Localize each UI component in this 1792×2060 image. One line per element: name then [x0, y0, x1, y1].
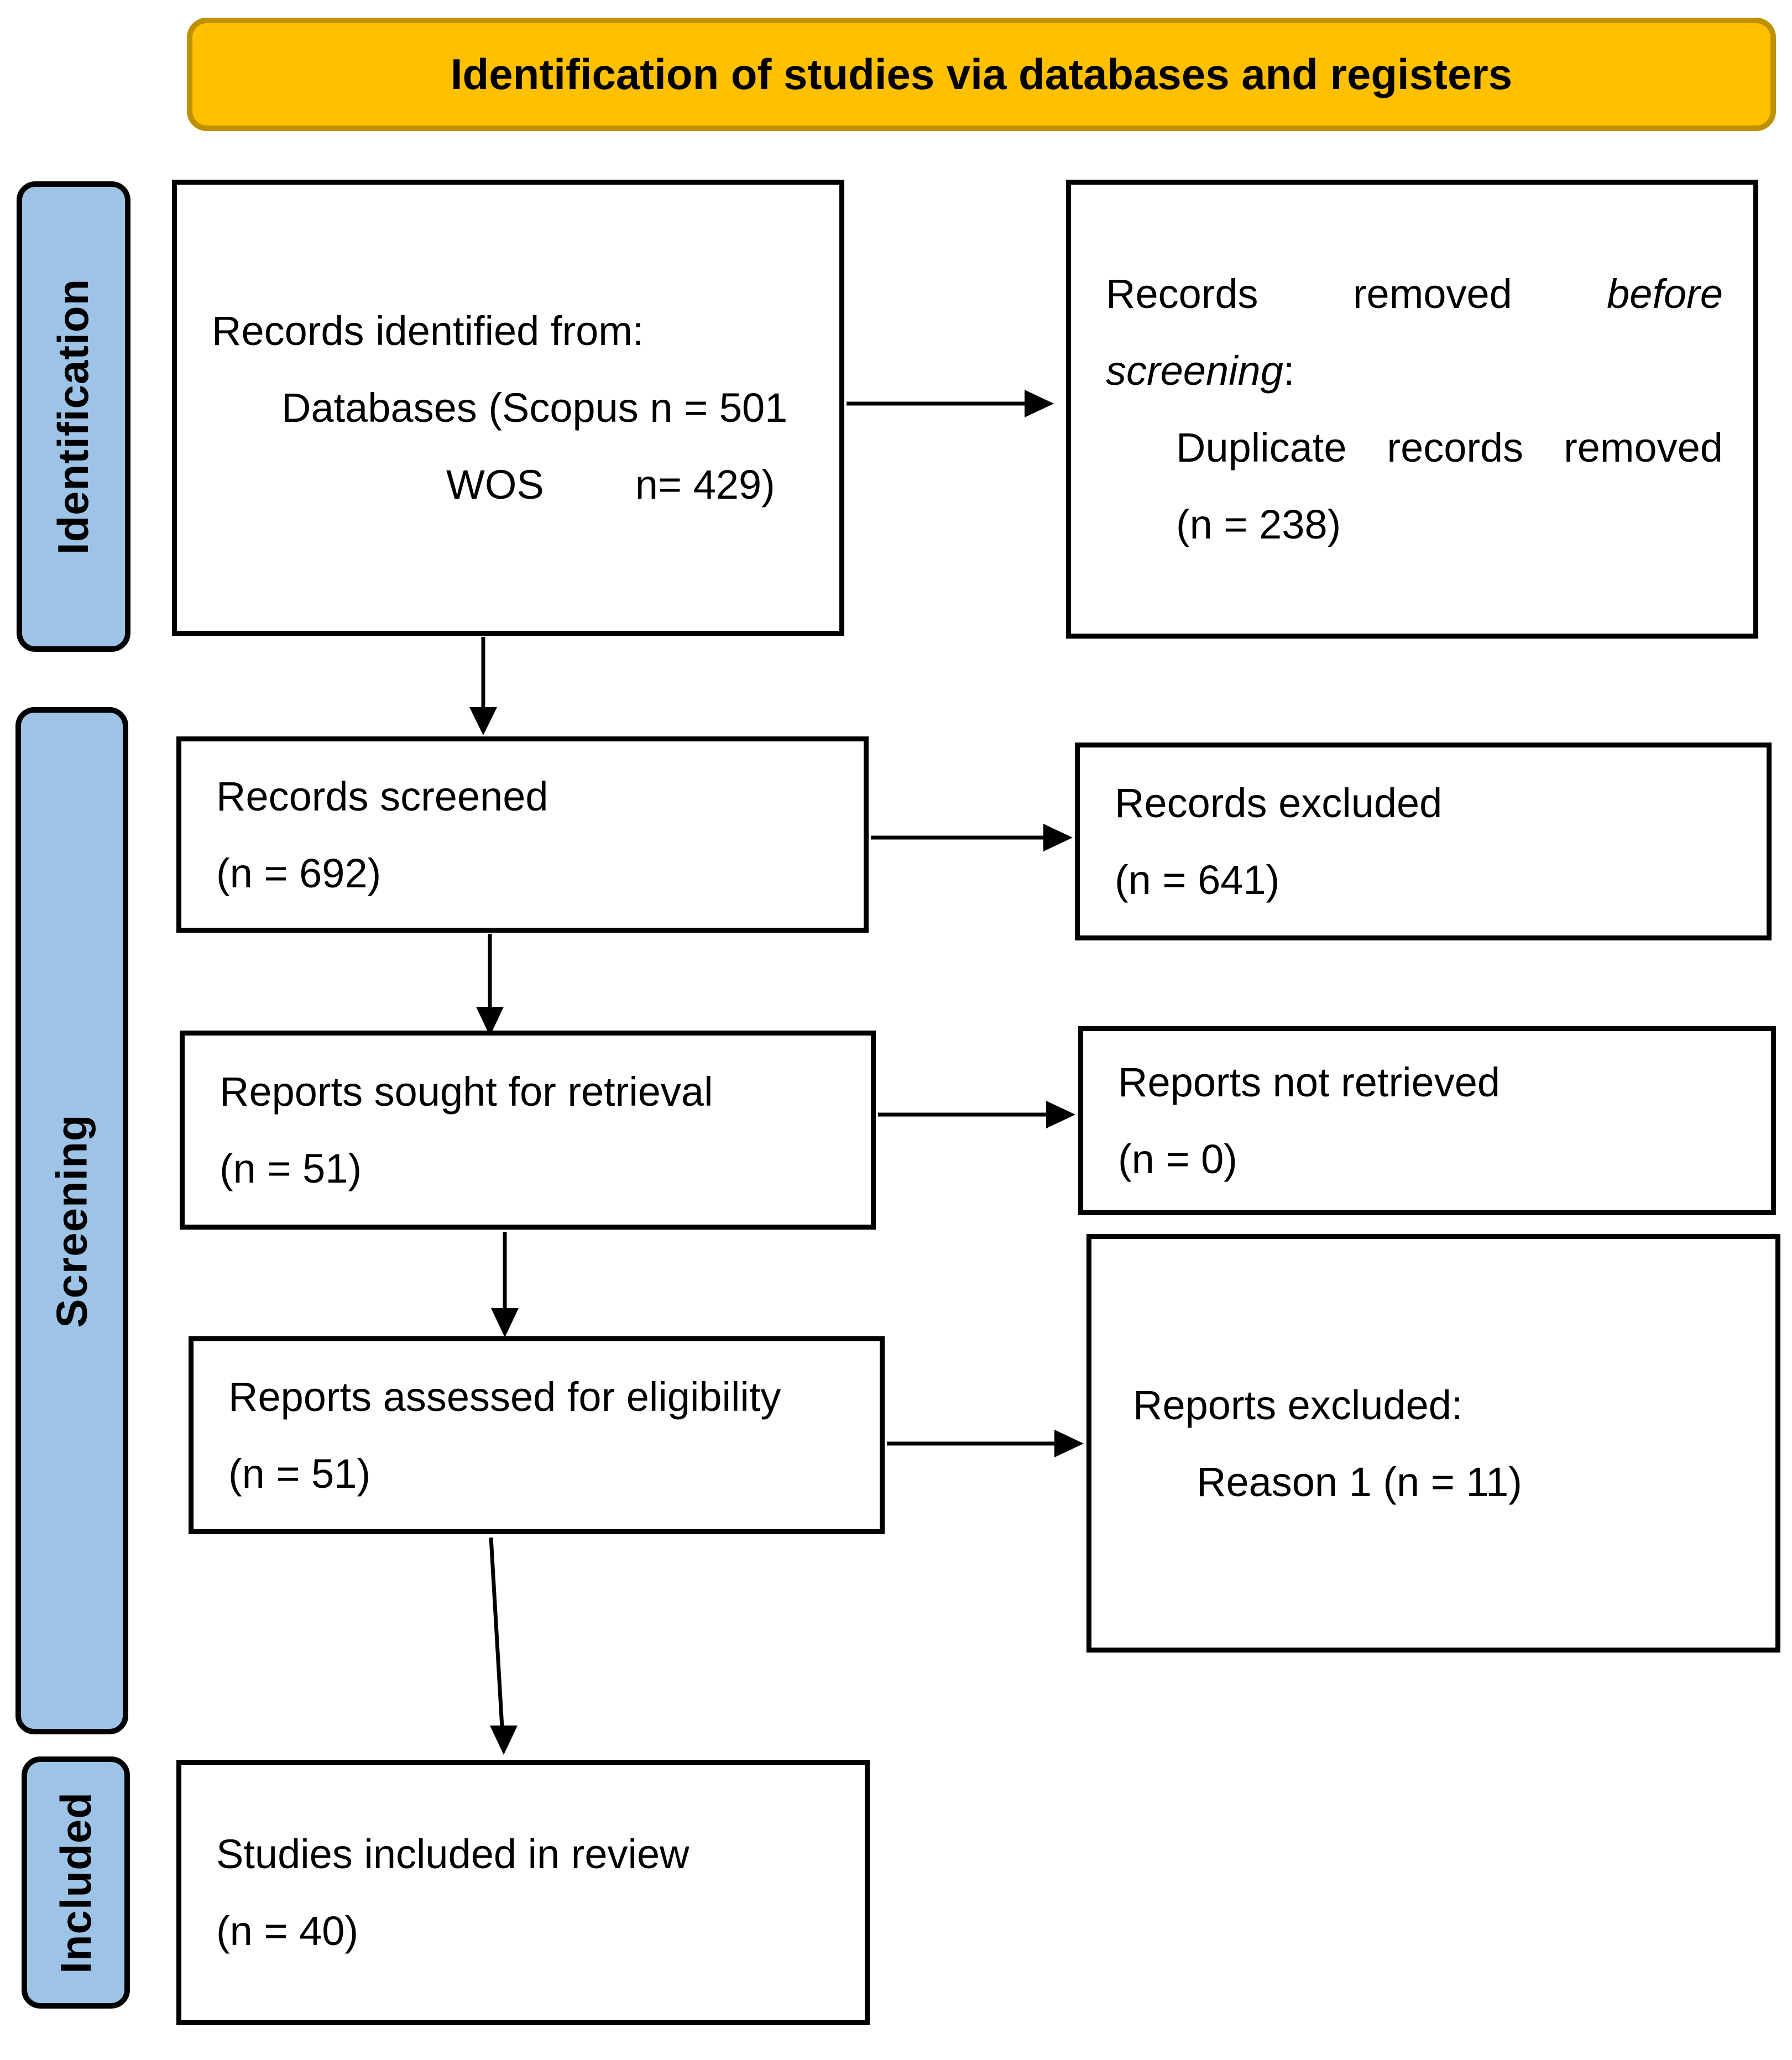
stage-label-identification-text: Identification	[49, 278, 98, 555]
box-line: Records removed before	[1071, 255, 1753, 332]
box-count: (n = 51)	[220, 1146, 362, 1191]
arrow-assessed-to-reports-excluded	[887, 1430, 1084, 1457]
box-line: Reports sought for retrieval	[220, 1069, 713, 1115]
arrow-assessed-to-included	[489, 1537, 518, 1755]
box-line: WOS n= 429)	[177, 446, 839, 523]
arrow-identified-to-screened	[469, 637, 497, 735]
arrow-screened-to-sought	[476, 934, 504, 1036]
arrow-sought-to-not-retrieved	[878, 1101, 1075, 1128]
title-banner: Identification of studies via databases …	[187, 18, 1776, 131]
box-line: Reports excluded:	[1133, 1382, 1463, 1428]
box-reports-sought-for-retrieval: Reports sought for retrieval (n = 51)	[180, 1031, 876, 1230]
box-line: Studies included in review	[216, 1831, 689, 1877]
page-title: Identification of studies via databases …	[450, 50, 1513, 98]
database-count: n= 429)	[635, 462, 775, 508]
box-count: (n = 238)	[1176, 501, 1341, 547]
box-studies-included-in-review: Studies included in review (n = 40)	[176, 1760, 870, 2025]
word: removed	[1564, 425, 1723, 470]
box-count: (n = 40)	[216, 1908, 359, 1954]
stage-label-included: Included	[22, 1756, 130, 2009]
word: records	[1387, 425, 1524, 470]
word-italic: before	[1607, 271, 1723, 317]
word: removed	[1352, 271, 1512, 317]
box-records-screened: Records screened (n = 692)	[176, 736, 869, 933]
box-reason: Reason 1 (n = 11)	[1197, 1458, 1522, 1505]
word: Records	[1106, 271, 1258, 317]
box-line: Duplicate records removed	[1071, 409, 1753, 486]
database-name: WOS	[446, 462, 544, 508]
stage-label-screening: Screening	[15, 707, 128, 1734]
box-count: (n = 51)	[228, 1451, 371, 1497]
box-line: screening:	[1071, 332, 1753, 409]
box-records-excluded: Records excluded (n = 641)	[1075, 743, 1772, 940]
stage-label-included-text: Included	[51, 1791, 100, 1974]
box-records-identified: Records identified from: Databases (Scop…	[172, 180, 844, 636]
box-line: Databases (Scopus n = 501	[281, 385, 788, 431]
box-count: (n = 0)	[1118, 1136, 1237, 1182]
word: :	[1283, 348, 1295, 394]
box-line: Records excluded	[1115, 780, 1443, 826]
box-count: (n = 641)	[1115, 857, 1280, 903]
arrow-sought-to-assessed	[491, 1232, 519, 1337]
box-line: Records screened	[216, 773, 548, 819]
arrow-identified-to-removed	[847, 390, 1054, 417]
box-count: (n = 692)	[216, 850, 382, 896]
box-line: Records identified from:	[212, 308, 644, 354]
stage-label-identification: Identification	[17, 181, 130, 652]
word-italic: screening	[1106, 348, 1283, 394]
box-records-removed-before-screening: Records removed before screening: Duplic…	[1066, 180, 1758, 639]
box-reports-assessed-for-eligibility: Reports assessed for eligibility (n = 51…	[189, 1336, 885, 1534]
arrow-screened-to-excluded	[871, 824, 1073, 851]
box-line: Reports not retrieved	[1118, 1059, 1501, 1105]
box-reports-not-retrieved: Reports not retrieved (n = 0)	[1078, 1026, 1776, 1215]
stage-label-screening-text: Screening	[47, 1113, 96, 1328]
box-reports-excluded: Reports excluded: Reason 1 (n = 11)	[1086, 1234, 1780, 1653]
word: Duplicate	[1176, 425, 1347, 470]
box-line: Reports assessed for eligibility	[228, 1374, 781, 1420]
